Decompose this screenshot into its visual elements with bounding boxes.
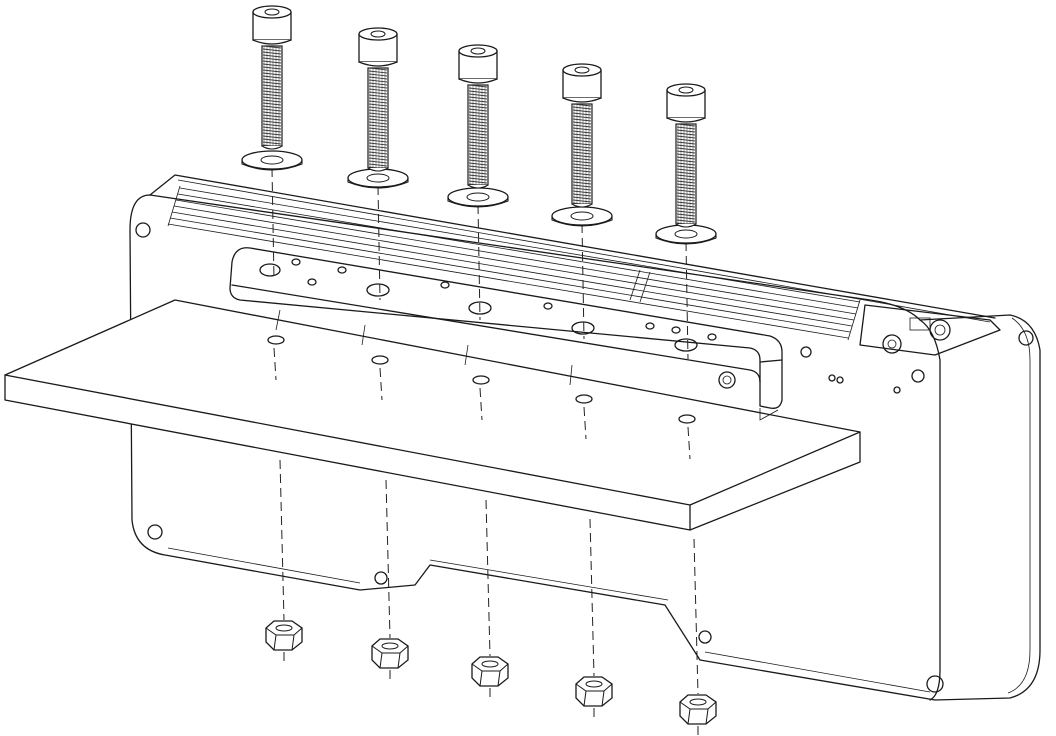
axis-line: [271, 167, 275, 281]
cooling-fins: [167, 185, 861, 341]
axis-line: [583, 406, 587, 440]
axis-line: [279, 459, 285, 621]
socket-head-screw: [252, 5, 292, 150]
hex-nut: [575, 676, 613, 707]
washer: [447, 187, 509, 208]
axis-line: [687, 426, 691, 460]
axis-line: [479, 387, 483, 421]
axis-line: [477, 204, 481, 321]
axis-line: [693, 538, 699, 695]
axis-line: [485, 499, 491, 657]
mounting-bracket: [229, 247, 783, 409]
socket-head-screw: [358, 27, 398, 172]
axis-line: [589, 518, 595, 677]
axis-line: [377, 185, 381, 301]
mounting-board: [4, 299, 861, 531]
axis-line: [273, 347, 277, 381]
socket-head-screw: [458, 44, 498, 189]
socket-head-screw: [562, 63, 602, 208]
axis-line: [379, 367, 383, 401]
socket-head-screw: [666, 83, 706, 228]
washer: [655, 224, 717, 245]
connector-panel: [859, 304, 1001, 356]
washer: [347, 168, 409, 189]
washer: [551, 206, 613, 227]
hex-nut: [679, 694, 717, 725]
nut-group: [265, 620, 717, 725]
bracket-legs: [275, 309, 779, 421]
hex-nut: [471, 656, 509, 687]
washer-group: [241, 150, 717, 245]
hex-nut: [371, 638, 409, 669]
hex-nut: [265, 620, 303, 651]
assembly-axis-lines: [271, 167, 699, 736]
axis-line: [685, 241, 689, 360]
washer: [241, 150, 303, 171]
axis-line: [385, 479, 391, 639]
axis-line: [581, 223, 585, 340]
screw-group: [252, 5, 706, 228]
